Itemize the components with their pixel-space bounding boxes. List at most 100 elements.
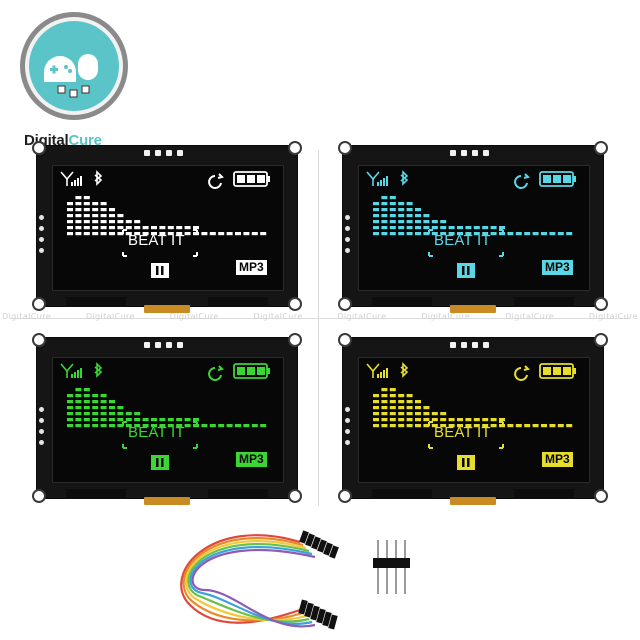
equalizer-segment bbox=[100, 220, 107, 224]
equalizer-segment bbox=[251, 232, 258, 236]
equalizer-segment bbox=[75, 394, 82, 398]
equalizer-segment bbox=[235, 232, 241, 236]
equalizer-segment bbox=[499, 418, 505, 422]
bluetooth-icon bbox=[94, 170, 103, 186]
equalizer-segment bbox=[83, 388, 90, 392]
equalizer-segment bbox=[75, 412, 82, 416]
oled-module: BEAT IT MP3 bbox=[34, 335, 300, 505]
equalizer-segment bbox=[134, 220, 141, 224]
title-bracket bbox=[428, 229, 504, 257]
equalizer-segment bbox=[373, 202, 379, 206]
dupont-plug bbox=[298, 599, 308, 615]
mount-hole bbox=[34, 143, 44, 153]
equalizer-segment bbox=[398, 208, 405, 212]
equalizer-segment bbox=[381, 406, 388, 410]
equalizer-segment bbox=[235, 424, 241, 428]
equalizer-segment bbox=[524, 232, 531, 236]
equalizer-segment bbox=[423, 424, 430, 428]
equalizer-segment bbox=[406, 424, 413, 428]
dupont-plug bbox=[328, 614, 338, 630]
equalizer-segment bbox=[515, 424, 522, 428]
mount-tab bbox=[66, 297, 126, 307]
mount-tab bbox=[514, 489, 574, 499]
equalizer-segment bbox=[415, 208, 421, 212]
equalizer-segment bbox=[67, 232, 73, 236]
signal-icon bbox=[366, 171, 388, 186]
equalizer-segment bbox=[109, 220, 115, 224]
equalizer-segment bbox=[67, 214, 73, 218]
equalizer-segment bbox=[218, 232, 225, 236]
equalizer-segment bbox=[142, 226, 149, 230]
pin-pads bbox=[144, 342, 183, 348]
equalizer-segment bbox=[167, 418, 174, 422]
equalizer-segment bbox=[83, 202, 90, 206]
equalizer-segment bbox=[218, 424, 225, 428]
equalizer-segment bbox=[134, 418, 141, 422]
equalizer-segment bbox=[398, 424, 405, 428]
song-title: BEAT IT bbox=[434, 424, 491, 441]
equalizer-segment bbox=[109, 418, 115, 422]
equalizer-segment bbox=[541, 424, 547, 428]
vertical-divider bbox=[318, 150, 319, 506]
equalizer-segment bbox=[92, 418, 99, 422]
equalizer-segment bbox=[117, 424, 124, 428]
mount-hole bbox=[596, 299, 606, 309]
equalizer bbox=[373, 388, 573, 428]
mount-hole bbox=[34, 299, 44, 309]
equalizer-segment bbox=[176, 418, 183, 422]
equalizer-segment bbox=[398, 394, 405, 398]
equalizer-segment bbox=[423, 406, 430, 410]
mount-hole bbox=[596, 491, 606, 501]
pin-pads bbox=[144, 150, 183, 156]
equalizer-segment bbox=[83, 400, 90, 404]
equalizer-segment bbox=[381, 394, 388, 398]
dupont-plug bbox=[299, 530, 309, 544]
equalizer-segment bbox=[398, 232, 405, 236]
equalizer-segment bbox=[176, 424, 183, 428]
equalizer-segment bbox=[193, 418, 199, 422]
equalizer-segment bbox=[100, 214, 107, 218]
equalizer-segment bbox=[67, 418, 73, 422]
equalizer-segment bbox=[465, 418, 472, 422]
dupont-cable bbox=[180, 530, 339, 630]
equalizer-segment bbox=[557, 232, 564, 236]
pause-icon bbox=[151, 455, 169, 470]
equalizer-segment bbox=[159, 418, 166, 422]
equalizer-segment bbox=[100, 202, 107, 206]
equalizer-segment bbox=[83, 220, 90, 224]
equalizer-segment bbox=[389, 412, 396, 416]
dupont-plug bbox=[310, 605, 320, 621]
dupont-plug bbox=[317, 539, 327, 553]
watermark-text: DigitalCure bbox=[337, 312, 387, 321]
equalizer-segment bbox=[398, 202, 405, 206]
equalizer-segment bbox=[490, 424, 497, 428]
dupont-plug bbox=[323, 542, 333, 556]
title-bracket bbox=[428, 421, 504, 449]
equalizer-segment bbox=[75, 232, 82, 236]
equalizer-segment bbox=[373, 418, 379, 422]
equalizer-segment bbox=[457, 226, 463, 230]
equalizer-segment bbox=[109, 214, 115, 218]
equalizer-segment bbox=[83, 412, 90, 416]
equalizer-segment bbox=[507, 424, 514, 428]
equalizer-segment bbox=[549, 232, 556, 236]
equalizer-segment bbox=[83, 394, 90, 398]
equalizer-segment bbox=[83, 406, 90, 410]
equalizer-segment bbox=[67, 406, 73, 410]
equalizer-segment bbox=[67, 424, 73, 428]
equalizer-segment bbox=[373, 394, 379, 398]
equalizer-segment bbox=[117, 214, 124, 218]
equalizer-segment bbox=[201, 232, 208, 236]
watermark-text: DigitalCure bbox=[505, 312, 555, 321]
equalizer-segment bbox=[75, 226, 82, 230]
equalizer-segment bbox=[117, 220, 124, 224]
oled-module: BEAT IT MP3 bbox=[340, 335, 606, 505]
watermark-text: DigitalCure bbox=[421, 312, 471, 321]
side-pads bbox=[39, 407, 44, 445]
equalizer-segment bbox=[100, 406, 107, 410]
equalizer-segment bbox=[440, 418, 447, 422]
equalizer-segment bbox=[415, 418, 421, 422]
pause-icon bbox=[457, 455, 475, 470]
equalizer-segment bbox=[67, 202, 73, 206]
